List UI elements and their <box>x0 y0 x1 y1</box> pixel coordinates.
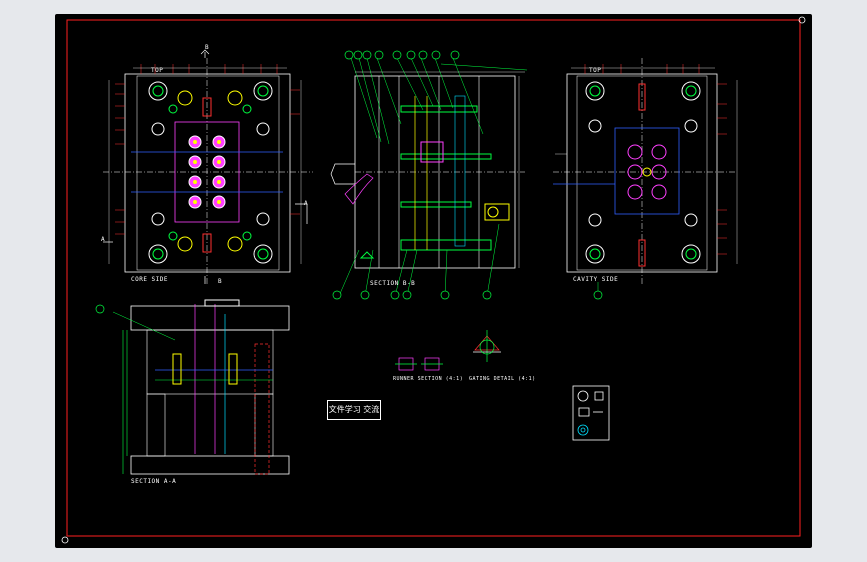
core-side-view <box>103 49 313 284</box>
cavity-side-title: CAVITY SIDE <box>573 276 619 283</box>
drawing-border <box>66 19 801 537</box>
corner-marker <box>61 536 69 544</box>
section-aa-view <box>95 299 290 475</box>
section-aa-title: SECTION A-A <box>131 478 177 485</box>
section-mark-a-left: A <box>101 236 106 243</box>
gating-detail-label: GATING DETAIL (4:1) <box>469 376 536 382</box>
cavity-top-label: TOP <box>589 67 602 74</box>
core-top-label: TOP <box>151 67 164 74</box>
watermark-label: 文件学习 交流 <box>327 400 381 420</box>
section-mark-b-top: B <box>205 44 210 51</box>
section-mark-b-bottom: B <box>218 278 223 285</box>
runner-section-label: RUNNER SECTION (4:1) <box>393 376 464 382</box>
projection-symbol-box <box>572 385 610 441</box>
cad-drawing <box>61 16 806 544</box>
section-bb-title: SECTION B-B <box>370 280 416 287</box>
section-bb-view <box>330 50 528 300</box>
core-side-title: CORE SIDE <box>131 276 169 283</box>
detail-views <box>395 330 501 371</box>
corner-marker <box>798 16 806 24</box>
section-mark-a-right: A <box>304 200 309 207</box>
drawing-sheet: TOP CORE SIDE B A B A SECTION B-B TOP CA… <box>55 14 812 548</box>
cavity-side-view <box>553 58 738 300</box>
